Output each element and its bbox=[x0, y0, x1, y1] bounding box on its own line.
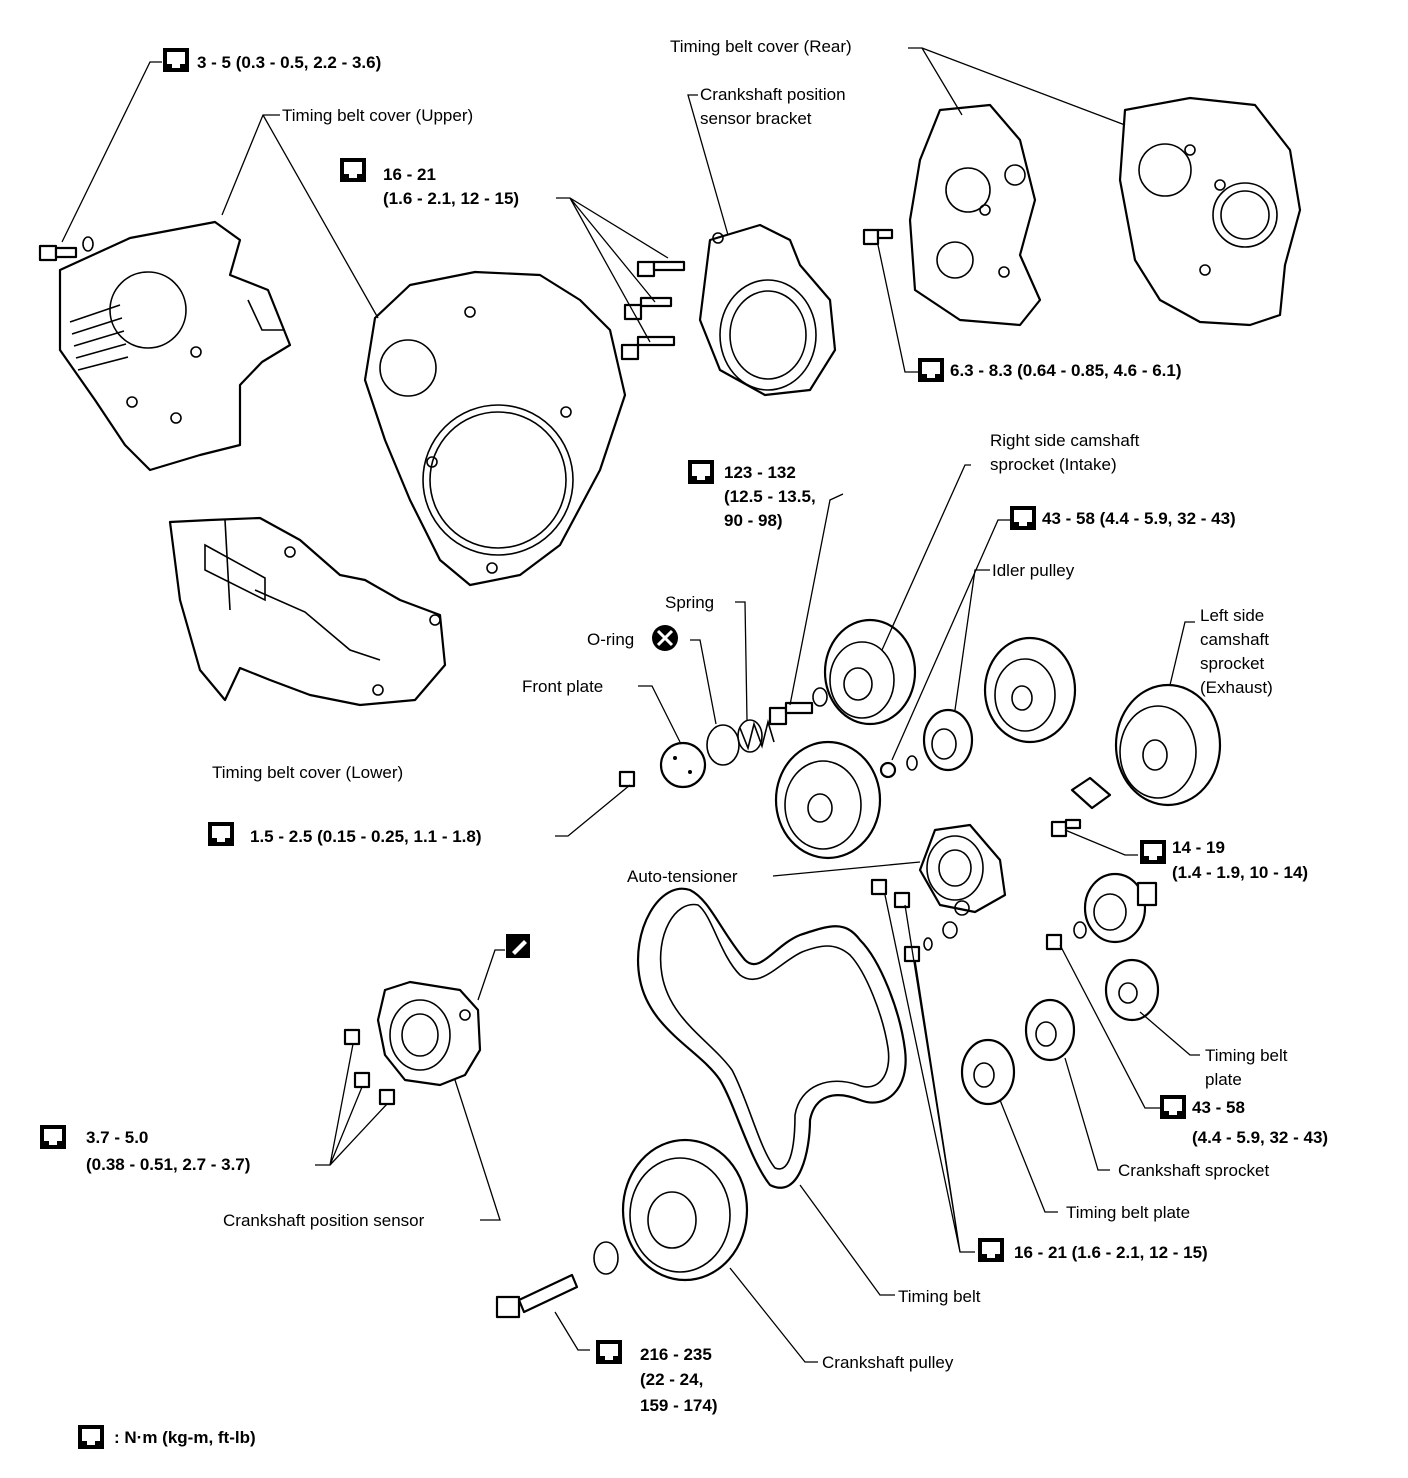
label-left-cam-4: (Exhaust) bbox=[1200, 678, 1273, 697]
torque-123-2: (12.5 - 13.5, bbox=[724, 487, 816, 506]
torque-123-1: 123 - 132 bbox=[724, 463, 796, 482]
torque-16-21-top-1: 16 - 21 bbox=[383, 165, 436, 184]
label-crank-sprocket: Crankshaft sprocket bbox=[1118, 1161, 1269, 1180]
front-plate bbox=[659, 741, 707, 789]
spring bbox=[737, 718, 775, 753]
torque-6-3: 6.3 - 8.3 (0.64 - 0.85, 4.6 - 6.1) bbox=[950, 361, 1182, 380]
label-sensor-bracket-2: sensor bracket bbox=[700, 109, 812, 128]
label-sensor-bracket-1: Crankshaft position bbox=[700, 85, 846, 104]
replace-x-icon bbox=[652, 625, 678, 651]
torque-216-1: 216 - 235 bbox=[640, 1345, 712, 1364]
torque-14-19-1: 14 - 19 bbox=[1172, 838, 1225, 857]
torque-3-5: 3 - 5 (0.3 - 0.5, 2.2 - 3.6) bbox=[197, 53, 381, 72]
torque-wrench-icon bbox=[40, 1125, 66, 1149]
legend: : N·m (kg-m, ft-lb) bbox=[114, 1428, 256, 1447]
timing-belt-plate-upper bbox=[1104, 958, 1160, 1022]
timing-belt-cover-rear-left bbox=[908, 103, 1042, 327]
torque-16-21-top-2: (1.6 - 2.1, 12 - 15) bbox=[383, 189, 519, 208]
timing-belt-cover-rear-right bbox=[1118, 96, 1302, 327]
label-idler-pulley: Idler pulley bbox=[992, 561, 1075, 580]
label-timing-belt-plate-upper-1: Timing belt bbox=[1205, 1046, 1288, 1065]
tensioner-fasteners bbox=[870, 878, 958, 963]
torque-14-19-2: (1.4 - 1.9, 10 - 14) bbox=[1172, 863, 1308, 882]
torque-wrench-icon bbox=[1010, 506, 1036, 530]
torque-43-58-low-1: 43 - 58 bbox=[1192, 1098, 1245, 1117]
label-cover-upper: Timing belt cover (Upper) bbox=[282, 106, 473, 125]
torque-43-58-low-2: (4.4 - 5.9, 32 - 43) bbox=[1192, 1128, 1328, 1147]
small-bolt-front-plate bbox=[618, 770, 636, 788]
torque-43-58-top: 43 - 58 (4.4 - 5.9, 32 - 43) bbox=[1042, 509, 1236, 528]
label-auto-tensioner: Auto-tensioner bbox=[627, 867, 738, 886]
label-cover-lower: Timing belt cover (Lower) bbox=[212, 763, 403, 782]
timing-belt-cover-upper-inner bbox=[363, 270, 627, 587]
bolt-rear-cover bbox=[862, 228, 894, 246]
timing-belt-cover-upper bbox=[58, 220, 292, 472]
label-timing-belt: Timing belt bbox=[898, 1287, 981, 1306]
label-cover-rear: Timing belt cover (Rear) bbox=[670, 37, 852, 56]
torque-wrench-icon bbox=[978, 1238, 1004, 1262]
small-bracket-plate bbox=[1050, 776, 1112, 838]
timing-belt bbox=[637, 887, 907, 1189]
torque-wrench-icon bbox=[918, 358, 944, 382]
crankshaft-position-sensor bbox=[343, 980, 482, 1106]
label-left-cam-3: sprocket bbox=[1200, 654, 1265, 673]
label-right-cam-1: Right side camshaft bbox=[990, 431, 1140, 450]
torque-216-3: 159 - 174) bbox=[640, 1396, 718, 1415]
o-ring bbox=[706, 724, 740, 766]
torque-wrench-icon bbox=[208, 822, 234, 846]
crankshaft-sprocket bbox=[1024, 998, 1076, 1062]
left-camshaft-sprocket-exhaust bbox=[1114, 683, 1222, 807]
leader-lines bbox=[61, 47, 1200, 1363]
auto-tensioner bbox=[918, 823, 1007, 916]
torque-values: 3 - 5 (0.3 - 0.5, 2.2 - 3.6) 16 - 21 (1.… bbox=[86, 53, 1328, 1415]
label-spring: Spring bbox=[665, 593, 714, 612]
torque-16-21-low: 16 - 21 (1.6 - 2.1, 12 - 15) bbox=[1014, 1243, 1208, 1262]
label-timing-belt-plate-lower: Timing belt plate bbox=[1066, 1203, 1190, 1222]
torque-wrench-icon bbox=[688, 460, 714, 484]
camshaft-sprocket-middle bbox=[983, 636, 1077, 744]
torque-123-3: 90 - 98) bbox=[724, 511, 783, 530]
label-crank-sensor: Crankshaft position sensor bbox=[223, 1211, 425, 1230]
idler-pulley bbox=[879, 708, 974, 779]
torque-216-2: (22 - 24, bbox=[640, 1370, 703, 1389]
idler-pulley-lower bbox=[1045, 872, 1158, 951]
sealant-icon bbox=[506, 934, 530, 958]
timing-belt-plate-lower bbox=[960, 1038, 1016, 1106]
torque-3-7-2: (0.38 - 0.51, 2.7 - 3.7) bbox=[86, 1155, 250, 1174]
label-left-cam-1: Left side bbox=[1200, 606, 1264, 625]
legend-text: : N·m (kg-m, ft-lb) bbox=[114, 1428, 256, 1447]
right-camshaft-sprocket-intake bbox=[823, 618, 917, 726]
camshaft-sprocket-lower bbox=[774, 740, 882, 860]
label-timing-belt-plate-upper-2: plate bbox=[1205, 1070, 1242, 1089]
torque-3-7-1: 3.7 - 5.0 bbox=[86, 1128, 148, 1147]
torque-1-5: 1.5 - 2.5 (0.15 - 0.25, 1.1 - 1.8) bbox=[250, 827, 482, 846]
crankshaft-position-sensor-bracket bbox=[698, 223, 837, 397]
torque-wrench-icon bbox=[163, 48, 189, 72]
label-crank-pulley: Crankshaft pulley bbox=[822, 1353, 954, 1372]
torque-wrench-icon bbox=[1140, 840, 1166, 864]
bolt-upper-cover bbox=[38, 236, 94, 262]
bolt-set-sensor-bracket bbox=[620, 260, 686, 361]
label-front-plate: Front plate bbox=[522, 677, 603, 696]
label-oring: O-ring bbox=[587, 630, 634, 649]
torque-wrench-icon bbox=[1160, 1095, 1186, 1119]
torque-wrench-icon bbox=[340, 158, 366, 182]
label-right-cam-2: sprocket (Intake) bbox=[990, 455, 1117, 474]
part-labels: Timing belt cover (Rear) Timing belt cov… bbox=[212, 37, 1288, 1372]
torque-wrench-icon bbox=[596, 1340, 622, 1364]
torque-wrench-icon bbox=[78, 1425, 104, 1449]
label-left-cam-2: camshaft bbox=[1200, 630, 1269, 649]
tensioner-bolt bbox=[768, 687, 828, 726]
timing-belt-cover-lower bbox=[168, 516, 447, 707]
crankshaft-pulley bbox=[495, 1138, 749, 1319]
